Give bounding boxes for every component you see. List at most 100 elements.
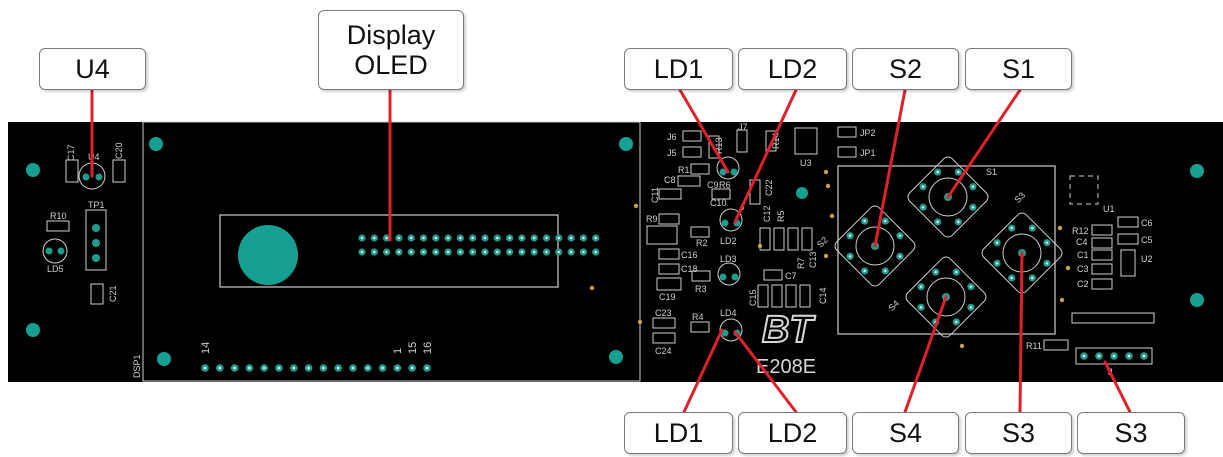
switch-pad-hole — [848, 255, 852, 258]
label-c22: C22 — [764, 179, 774, 196]
u4-pad — [95, 173, 103, 181]
label-tp1: TP1 — [88, 200, 105, 210]
c5-footprint — [1117, 233, 1139, 245]
c20-footprint — [112, 159, 126, 183]
callout-display-line1: Display — [346, 20, 436, 50]
c6-footprint — [1117, 216, 1139, 228]
switch-pad-hole — [971, 185, 975, 188]
switch-pad-hole — [898, 255, 902, 258]
bottom-pin-hole — [307, 366, 310, 370]
header-pin-hole — [373, 236, 376, 240]
bottom-pin-hole — [262, 366, 266, 370]
r4-footprint — [690, 321, 710, 333]
j7-footprint — [736, 129, 748, 153]
display-bottom-pins — [201, 364, 431, 372]
label-c8: C8 — [664, 175, 676, 185]
label-ld3: LD3 — [720, 254, 737, 264]
switch-pad-hole — [969, 285, 973, 288]
r5-footprint — [773, 227, 785, 251]
via-dot — [1065, 265, 1071, 271]
header-pin-hole — [409, 236, 413, 240]
header-pin-hole — [582, 236, 585, 240]
bottom-strip-footprint — [1071, 312, 1155, 324]
switch-pad-hole — [995, 241, 999, 244]
callout-u4: U4 — [39, 48, 146, 90]
ld4-outline — [719, 318, 743, 342]
switch-pad-hole — [957, 170, 960, 174]
label-r12: R12 — [1072, 226, 1089, 236]
label-jp2: JP2 — [860, 128, 876, 138]
tp1-pad — [92, 254, 100, 262]
via-dot — [959, 343, 965, 349]
callout-ld1-bottom: LD1 — [624, 412, 733, 454]
label-ld4: LD4 — [720, 308, 737, 318]
jp1-footprint — [837, 146, 857, 158]
leader-ld1-top — [678, 88, 730, 174]
callout-display-oled: Display OLED — [318, 10, 464, 90]
header-pin-hole — [594, 236, 597, 240]
switch-pad-hole — [848, 234, 852, 237]
label-r1: R1 — [678, 165, 690, 175]
header-pin-hole — [446, 236, 450, 240]
j-pad-hole — [1112, 354, 1116, 358]
header-pin-hole — [545, 236, 548, 240]
switch-pad-hole — [955, 320, 958, 324]
j-pad-hole — [1082, 354, 1086, 358]
switch-pad-hole — [936, 170, 939, 174]
label-c12: C12 — [762, 205, 772, 222]
label-c13: C13 — [808, 251, 818, 268]
via-dot — [637, 319, 643, 325]
leader-ld1-bottom — [682, 328, 724, 414]
switch-pad-hole — [1045, 262, 1049, 265]
header-pin-hole — [397, 236, 401, 240]
switch-pad-hole — [919, 285, 923, 288]
header-pin-hole — [532, 250, 536, 254]
header-pin-hole — [446, 250, 450, 254]
r9-footprint — [658, 213, 680, 225]
via-dot — [589, 285, 595, 291]
c-footprint — [787, 227, 799, 251]
c3-footprint — [1091, 263, 1113, 275]
via-dot — [633, 203, 639, 209]
label-c20: C20 — [114, 142, 124, 159]
switch-pad-hole — [919, 306, 923, 309]
mount-hole — [1190, 293, 1204, 307]
bottom-pin-hole — [336, 366, 340, 370]
label-u4: U4 — [88, 152, 100, 162]
label-r10: R10 — [50, 211, 67, 221]
switch-pad-hole — [969, 306, 973, 309]
switch-pad-hole — [995, 262, 999, 265]
leader-ld2-top — [733, 88, 798, 224]
label-ld2: LD2 — [720, 236, 737, 246]
r13-footprint — [708, 135, 720, 159]
header-pin-hole — [397, 250, 401, 254]
label-c2: C2 — [1077, 279, 1089, 289]
d-footprint — [646, 225, 678, 245]
mount-hole — [1190, 164, 1204, 178]
c2-footprint — [1091, 278, 1113, 290]
header-pin-hole — [422, 250, 425, 254]
switch-pad-hole — [1031, 276, 1034, 280]
r3-footprint — [691, 270, 711, 282]
label-r7: R7 — [796, 257, 806, 269]
header-pin-hole — [360, 236, 364, 240]
r12-footprint — [1091, 224, 1113, 236]
callout-s4: S4 — [852, 412, 959, 454]
switch-pad-hole — [934, 270, 937, 274]
j-pad-hole — [1097, 354, 1101, 358]
label-jp1: JP1 — [860, 148, 876, 158]
switch-pad-hole — [957, 220, 960, 224]
r7-footprint — [771, 284, 783, 308]
j6-footprint — [682, 130, 702, 142]
callout-s1: S1 — [965, 48, 1072, 90]
label-c5: C5 — [1141, 235, 1153, 245]
via-dot — [823, 169, 829, 175]
c23-footprint — [652, 317, 676, 329]
header-pin-hole — [459, 250, 462, 254]
header-pin-hole — [483, 250, 487, 254]
header-pin-hole — [385, 236, 388, 240]
label-r9: R9 — [646, 214, 658, 224]
label-c23: C23 — [655, 308, 672, 318]
label-pin15: 15 — [407, 342, 419, 354]
c8-footprint — [677, 175, 701, 187]
